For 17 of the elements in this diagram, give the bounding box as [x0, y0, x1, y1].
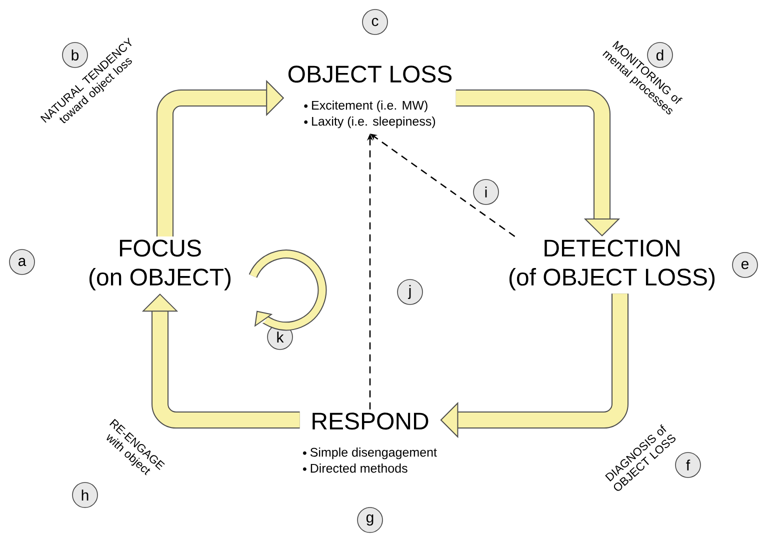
callout-letter: c [362, 9, 388, 35]
block-arrow [142, 294, 300, 428]
block-arrow [440, 294, 628, 438]
callout-letter: i [473, 179, 499, 205]
callout-letter: e [732, 252, 758, 278]
stage-label: RESPOND Simple disengagement Directed methods [303, 412, 437, 473]
callout-letter: a [9, 249, 35, 275]
stage-label: OBJECT LOSS Excitement (i.e. MW) Laxity (i.e. sleepiness) [288, 66, 452, 128]
stage-label: FOCUS (on OBJECT) [89, 240, 230, 290]
callout-letter: f [675, 452, 701, 478]
callout-letter: h [72, 482, 98, 508]
callout-letter: g [357, 507, 383, 533]
block-arrow [456, 90, 620, 236]
callout-letter: j [397, 279, 423, 305]
callout-letter: b [62, 42, 88, 68]
stage-label: DETECTION (of OBJECT LOSS) [509, 240, 715, 290]
callout-letter: k [267, 324, 293, 350]
